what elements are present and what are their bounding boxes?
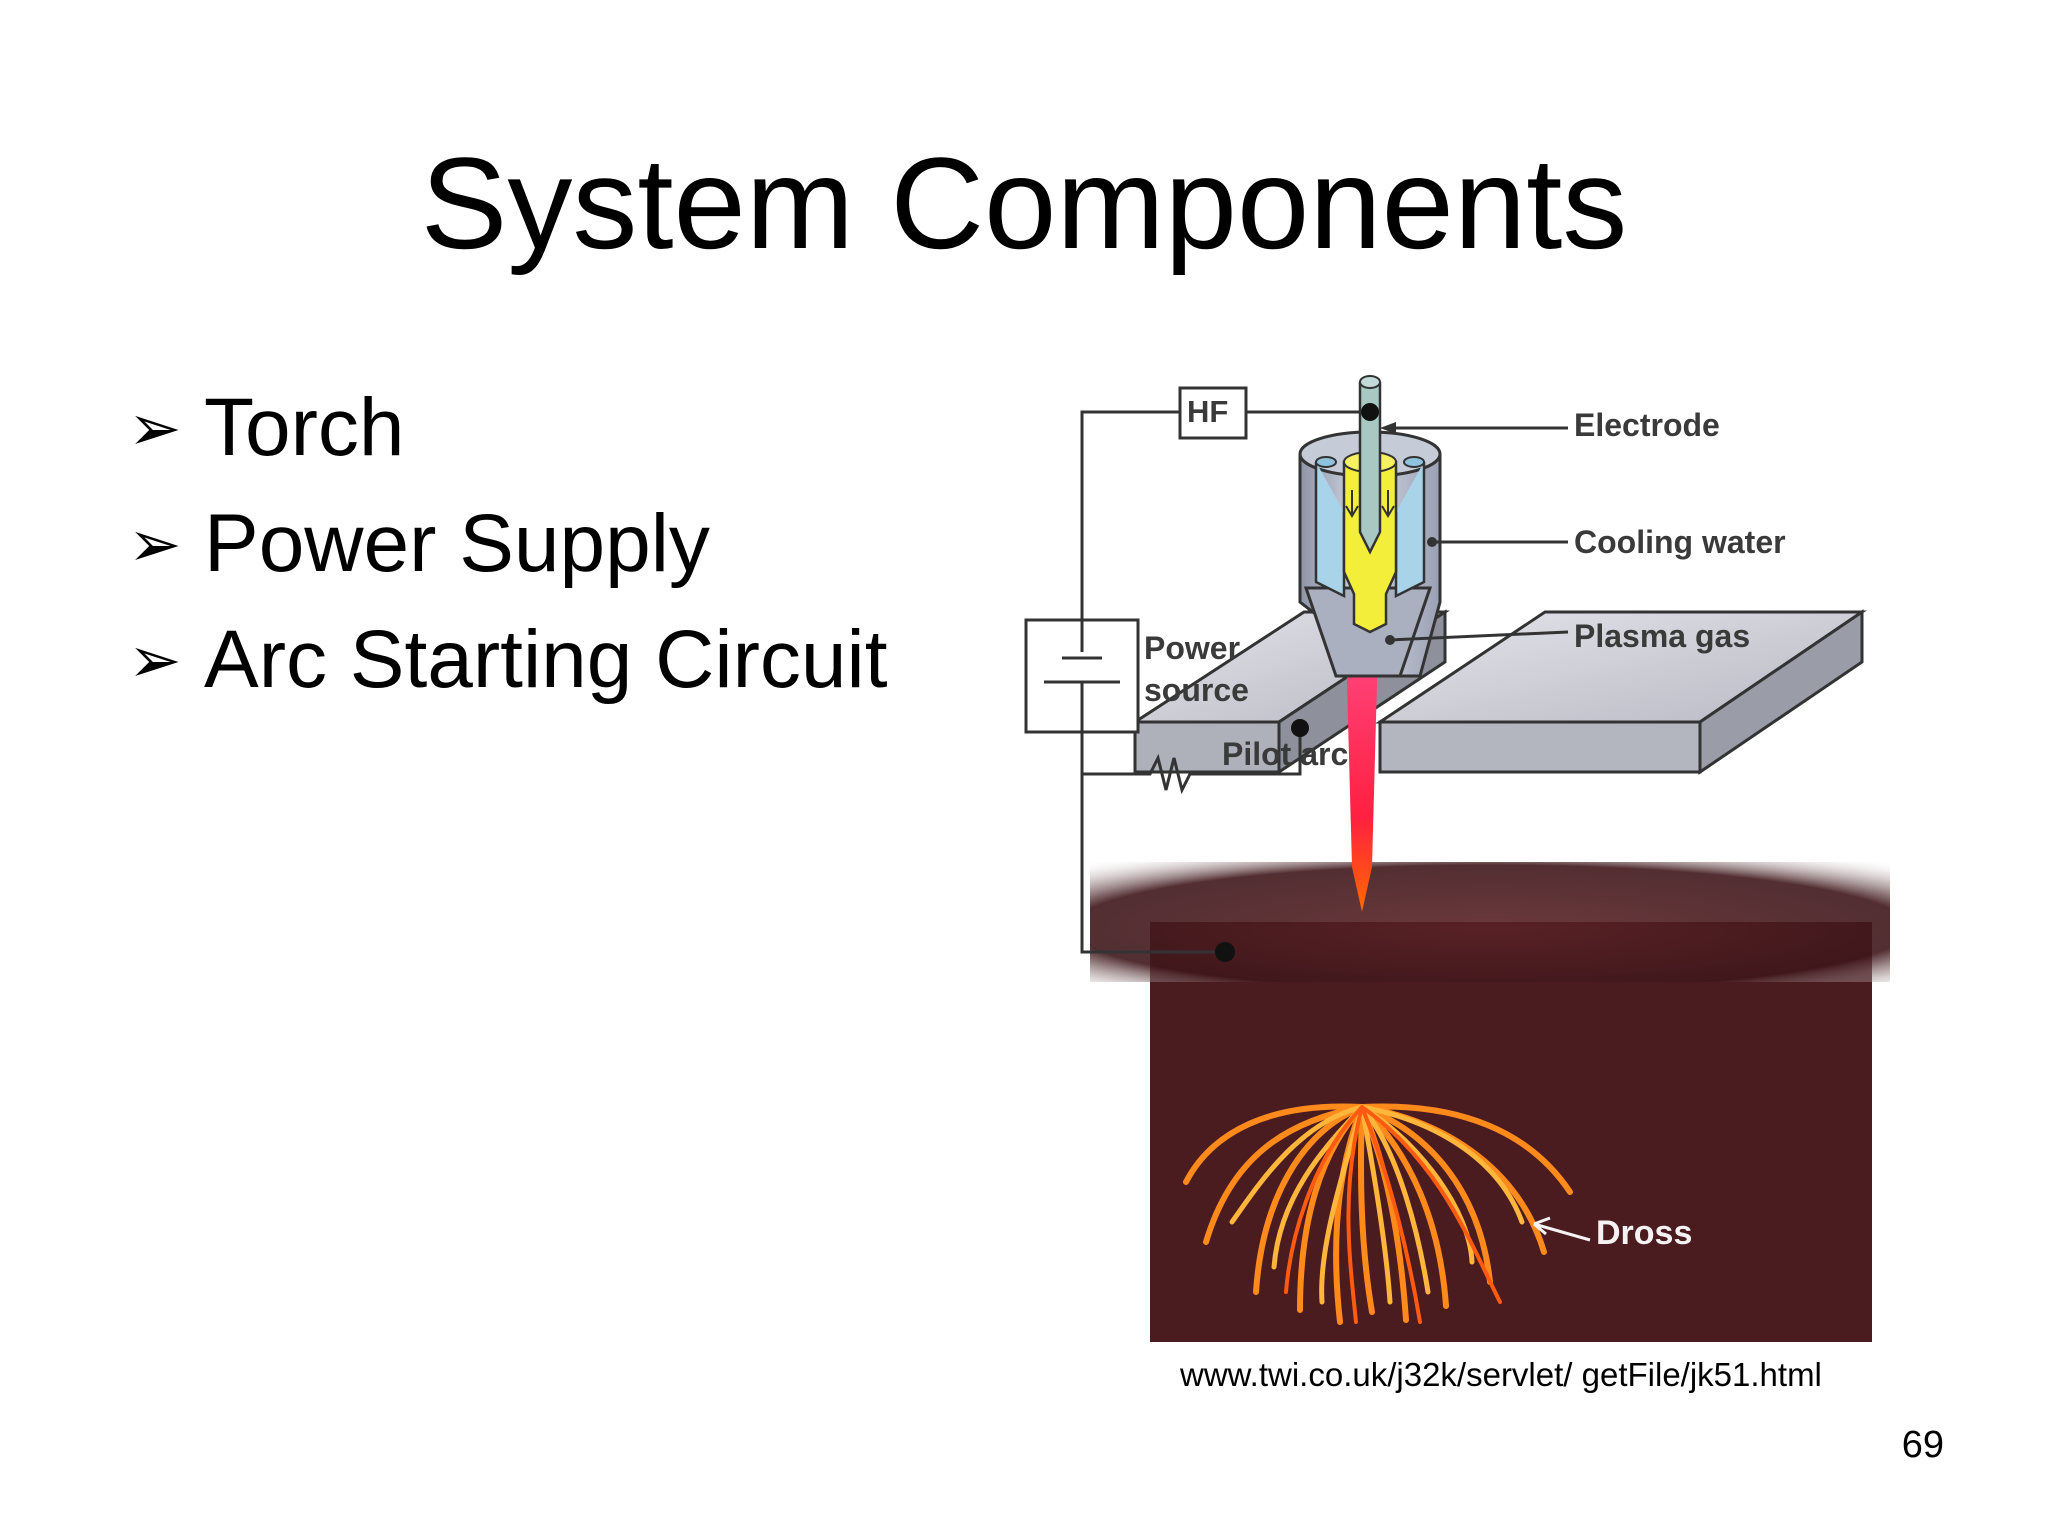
torch	[1298, 375, 1442, 678]
power-source-label-line2: source	[1144, 672, 1249, 708]
cooling-water-label: Cooling water	[1574, 524, 1786, 560]
page-number: 69	[1901, 1424, 1944, 1466]
arrow-bullet-icon: ➢	[128, 507, 182, 580]
bullet-text: Arc Starting Circuit	[204, 614, 888, 705]
power-source-label-line1: Power	[1144, 630, 1241, 666]
dross-sparks	[1183, 1103, 1573, 1325]
bullet-item-torch: ➢ Torch	[128, 370, 888, 486]
bullet-text: Power Supply	[204, 498, 710, 589]
slide-title: System Components	[420, 130, 1628, 276]
pilot-arc-label: Pilot arc	[1222, 736, 1349, 772]
bullet-item-power-supply: ➢ Power Supply	[128, 486, 888, 602]
bullet-list: ➢ Torch ➢ Power Supply ➢ Arc Starting Ci…	[128, 370, 888, 718]
dross-background	[1090, 862, 1890, 1342]
hf-label: HF	[1187, 394, 1229, 429]
plasma-torch-illustration	[1024, 375, 1890, 1342]
circuit-wiring	[1080, 410, 1569, 954]
plasma-gas-label: Plasma gas	[1574, 618, 1751, 654]
arrow-bullet-icon: ➢	[128, 623, 182, 696]
power-source-symbol	[1024, 618, 1140, 734]
hf-box	[1178, 386, 1248, 440]
bullet-item-arc-starting-circuit: ➢ Arc Starting Circuit	[128, 602, 888, 718]
electrode-label: Electrode	[1574, 407, 1720, 443]
arrow-bullet-icon: ➢	[128, 391, 182, 464]
dross-label: Dross	[1596, 1214, 1693, 1252]
source-citation: www.twi.co.uk/j32k/servlet/ getFile/jk51…	[1180, 1356, 1822, 1393]
dross-arrow	[1533, 1216, 1591, 1242]
bullet-text: Torch	[204, 382, 405, 473]
plasma-cutting-diagram: HF Electrode Cooling water Plasma gas Po…	[1000, 362, 1980, 1342]
